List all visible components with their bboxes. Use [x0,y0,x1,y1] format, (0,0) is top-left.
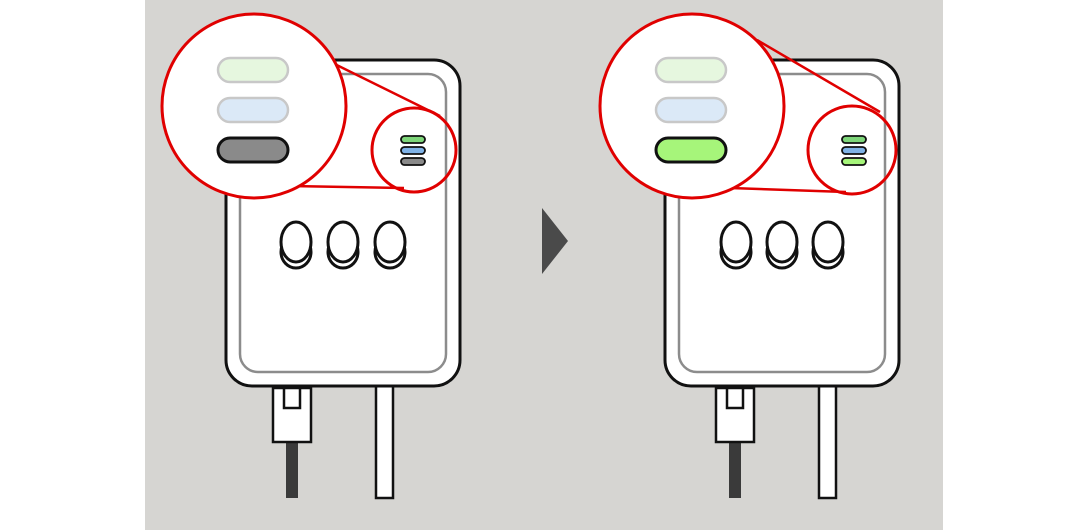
zoom-led-bottom [654,136,728,164]
zoom-led-middle [216,96,290,124]
small-led-middle [400,146,426,155]
phone-cable [271,386,313,498]
small-led-group [400,135,426,166]
phone-connector-tab [725,386,745,410]
small-led-middle [841,146,867,155]
device-inner-panel [677,72,887,374]
zoom-led-middle [654,96,728,124]
zoom-callout [160,12,458,200]
power-cable [817,384,838,500]
small-led-bottom [400,157,426,166]
zoom-line-lower [729,186,847,194]
jack [811,220,845,270]
jack-row [719,220,845,270]
phone-cable-line [286,440,298,498]
small-led-top [400,135,426,144]
zoom-line-upper [756,38,881,114]
jack-row [279,220,407,270]
power-cable [374,384,395,500]
device-before [160,12,462,500]
power-cable-line [817,384,838,500]
zoom-led-bottom [216,136,290,164]
small-led-bottom [841,157,867,166]
jack [373,220,407,270]
zoom-callout [598,12,898,200]
jack [326,220,360,270]
small-led-group [841,135,867,166]
device-after [598,12,901,500]
power-cable-line [374,384,395,500]
phone-cable [714,386,756,498]
jack [719,220,753,270]
zoom-led-top [654,56,728,84]
jack [765,220,799,270]
zoom-target-circle [806,104,898,196]
small-led-top [841,135,867,144]
zoom-target-circle [370,106,458,194]
phone-connector-tab [282,386,302,410]
jack [279,220,313,270]
zoom-line-lower [289,184,405,190]
zoom-led-top [216,56,290,84]
phone-cable-line [729,440,741,498]
device-inner-panel [238,72,448,374]
right-triangle-icon [542,208,568,274]
